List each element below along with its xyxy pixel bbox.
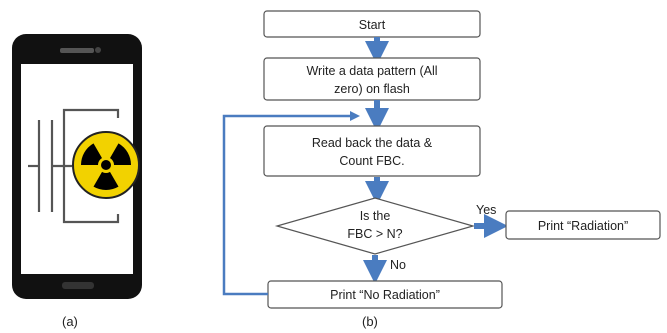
no-label: No (390, 258, 406, 272)
decision-label-line1: Is the (360, 209, 391, 223)
start-label: Start (359, 18, 386, 32)
radiation-hazard-icon (72, 131, 140, 199)
caption-b: (b) (362, 314, 378, 329)
start-node: Start (263, 10, 481, 38)
no-radiation-node: Print “No Radiation” (267, 280, 503, 309)
no-radiation-label: Print “No Radiation” (330, 288, 440, 302)
decision-label-line2: FBC > N? (347, 227, 402, 241)
capacitor-symbol (28, 108, 120, 224)
loop-back-line (222, 111, 360, 296)
read-label-line1: Read back the data & (312, 136, 433, 150)
read-label-line2: Count FBC. (339, 154, 404, 168)
caption-a: (a) (62, 314, 78, 329)
radiation-node: Print “Radiation” (505, 210, 661, 240)
decision-node: Is the FBC > N? (274, 197, 476, 255)
radiation-label: Print “Radiation” (538, 219, 628, 233)
write-node: Write a data pattern (All zero) on flash (263, 57, 481, 101)
yes-label: Yes (476, 203, 496, 217)
read-node: Read back the data & Count FBC. (263, 125, 481, 177)
write-label-line2: zero) on flash (334, 82, 410, 96)
write-label-line1: Write a data pattern (All (306, 64, 437, 78)
